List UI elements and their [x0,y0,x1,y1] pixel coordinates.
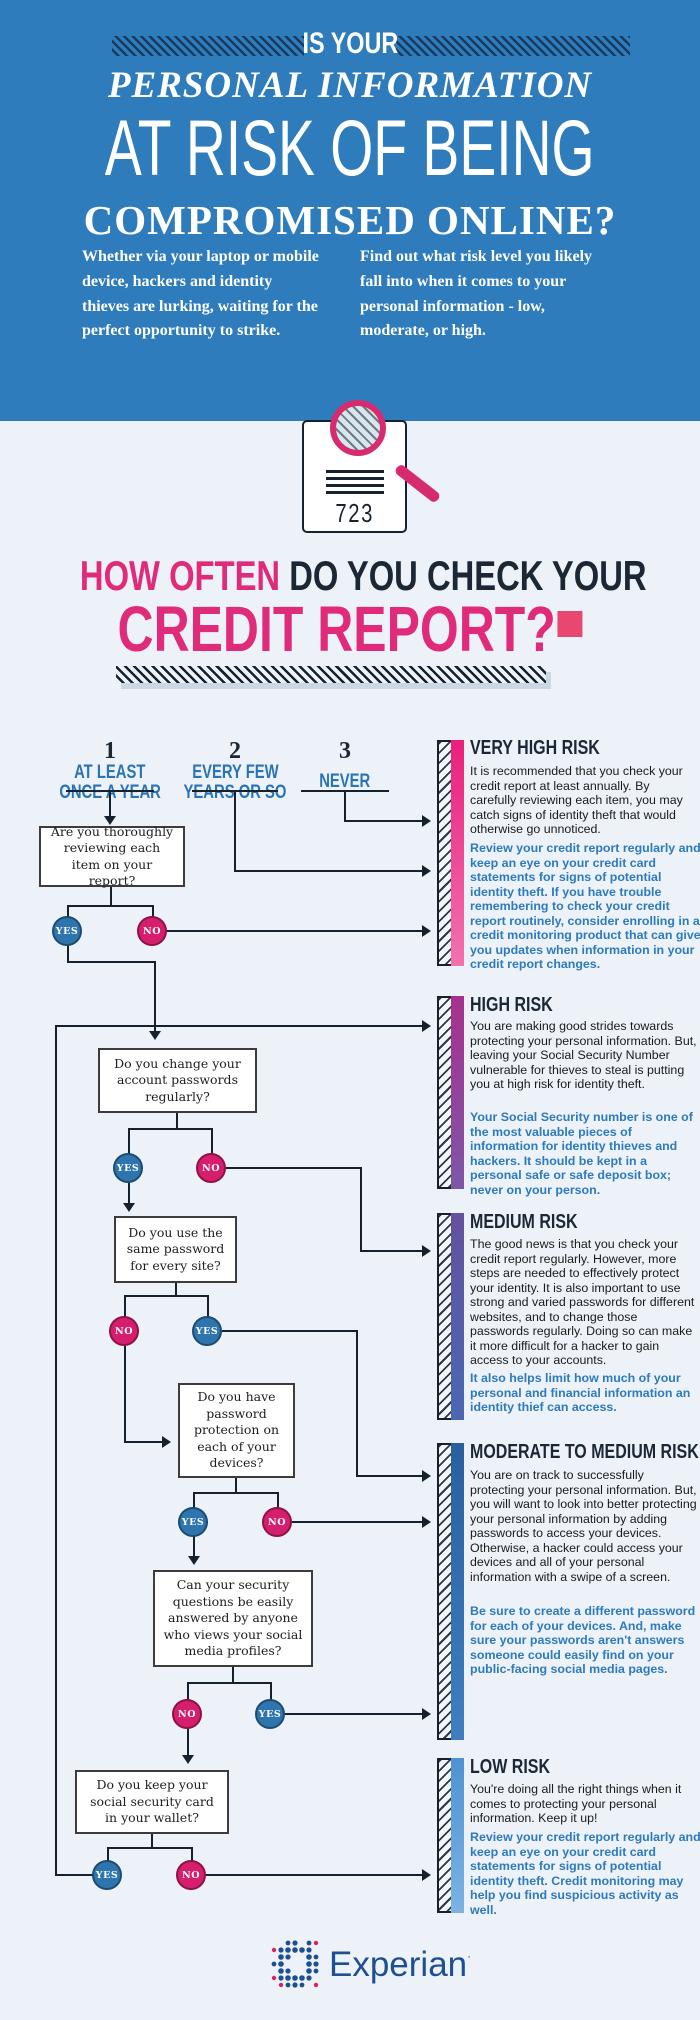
risk-tip-high: Your Social Security number is one of th… [470,1110,693,1197]
header-line1: PERSONAL INFORMATION [107,65,593,106]
header-banner [0,0,700,421]
question-box-1: Are you thoroughly reviewing each item o… [39,824,185,888]
q3-no-node: NO [109,1316,139,1346]
option-3-label: NEVER [319,771,371,792]
q1-yes-node: YES [52,916,82,946]
header-line2: AT RISK OF BEING [105,103,595,192]
brand-name: Experian· [329,1945,472,1984]
credit-score-value: 723 [335,498,374,528]
risk-body-very-high: It is recommended that you check your cr… [470,764,683,836]
q5-yes-node: YES [255,1699,285,1729]
question-box-2: Do you change your account passwords reg… [98,1048,257,1113]
intro-paragraph-left: Whether via your laptop or mobile device… [82,248,319,340]
q2-yes-node: YES [113,1153,143,1183]
risk-bar-low [437,1758,464,1913]
q4-yes-node: YES [178,1507,208,1537]
magnifier-lens-icon [330,400,386,456]
risk-tip-medium: It also helps limit how much of your per… [470,1371,691,1414]
q6-no-node: NO [176,1860,206,1890]
question-box-6: Do you keep your social security card in… [75,1770,229,1834]
title-underline-stripe [116,666,546,683]
section-title-line1: HOW OFTEN DO YOU CHECK YOUR [79,552,647,599]
q1-no-node: NO [137,916,167,946]
experian-dots-icon [271,1940,319,1988]
risk-title-medium: MEDIUM RISK [470,1211,578,1233]
risk-bar-moderate [437,1443,464,1740]
risk-tip-very-high: Review your credit report regularly and … [470,841,700,971]
risk-body-medium: The good news is that you check your cre… [470,1237,695,1367]
option-2-number: 2 [229,738,241,764]
question-box-3: Do you use the same password for every s… [114,1216,237,1283]
header-kicker: IS YOUR [302,27,398,60]
risk-title-moderate: MODERATE TO MEDIUM RISK [470,1441,699,1463]
q5-no-node: NO [172,1699,202,1729]
option-1-number: 1 [104,738,116,764]
report-text-lines [326,470,384,498]
option-3-number: 3 [339,738,351,764]
risk-bar-medium [437,1213,464,1420]
risk-bar-high [437,996,464,1189]
risk-title-very-high: VERY HIGH RISK [470,737,600,759]
risk-tip-low: Review your credit report regularly and … [470,1830,700,1917]
risk-title-high: HIGH RISK [470,994,553,1016]
risk-body-low: You're doing all the right things when i… [470,1782,682,1825]
risk-tip-moderate: Be sure to create a different password f… [470,1604,696,1676]
kicker-stripe-left [112,36,304,56]
q6-yes-node: YES [92,1860,122,1890]
q4-no-node: NO [262,1507,292,1537]
q3-yes-node: YES [192,1316,222,1346]
header-line3: COMPROMISED ONLINE? [83,197,617,243]
kicker-stripe-right [396,36,630,56]
risk-title-low: LOW RISK [470,1756,550,1778]
risk-bar-very-high [437,740,464,966]
section-title-line2: CREDIT REPORT? [0,592,700,666]
question-box-4: Do you have password protection on each … [178,1383,295,1478]
title-dash-icon [557,611,583,637]
risk-body-moderate: You are on track to successfully protect… [470,1468,697,1584]
risk-body-high: You are making good strides towards prot… [470,1019,697,1091]
question-box-5: Can your security questions be easily an… [153,1570,313,1667]
experian-logo: Experian· [270,1938,471,1992]
q2-no-node: NO [196,1153,226,1183]
intro-paragraph-right: Find out what risk level you likely fall… [360,248,593,340]
